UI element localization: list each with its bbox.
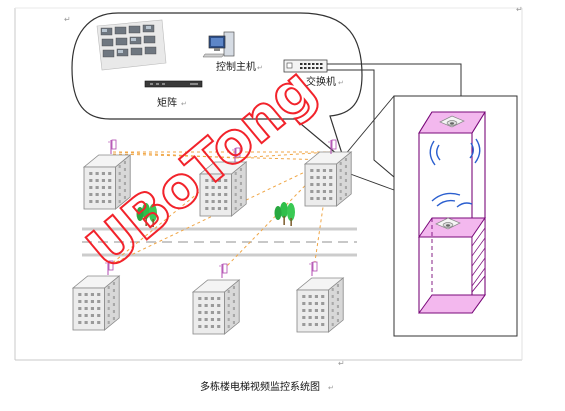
svg-text:↵: ↵: [516, 5, 523, 14]
paragraph-mark-icon: ↵: [257, 64, 263, 72]
building-icon: [296, 277, 344, 333]
wireless-signal-arcs: [429, 138, 481, 208]
tree-icon: [274, 202, 295, 226]
paragraph-mark-icon: ↵: [181, 100, 187, 108]
building-icon: [72, 275, 120, 331]
wireless-antenna-icon: [218, 263, 228, 279]
matrix-device-icon: [144, 80, 203, 88]
building-icon: [304, 151, 352, 207]
control-host-label: 控制主机: [216, 60, 256, 73]
outer-frame: [14, 7, 523, 361]
monitor-wall-icon: [96, 19, 167, 71]
svg-text:↵: ↵: [64, 15, 71, 24]
paragraph-mark-icon: ↵: [338, 79, 344, 87]
matrix-label: 矩阵: [157, 96, 177, 109]
network-switch-icon: [283, 59, 328, 73]
svg-text:↵: ↵: [338, 359, 345, 368]
elevator-shaft-panel: [393, 95, 518, 337]
paragraph-mark-icon: ↵: [328, 384, 334, 392]
computer-icon: [202, 31, 235, 58]
wireless-antenna-icon: [308, 261, 318, 277]
switch-label: 交换机: [306, 75, 336, 88]
building-icon: [192, 279, 240, 335]
road: [82, 227, 357, 257]
diagram-caption: 多栋楼电梯视频监控系统图: [200, 380, 320, 393]
